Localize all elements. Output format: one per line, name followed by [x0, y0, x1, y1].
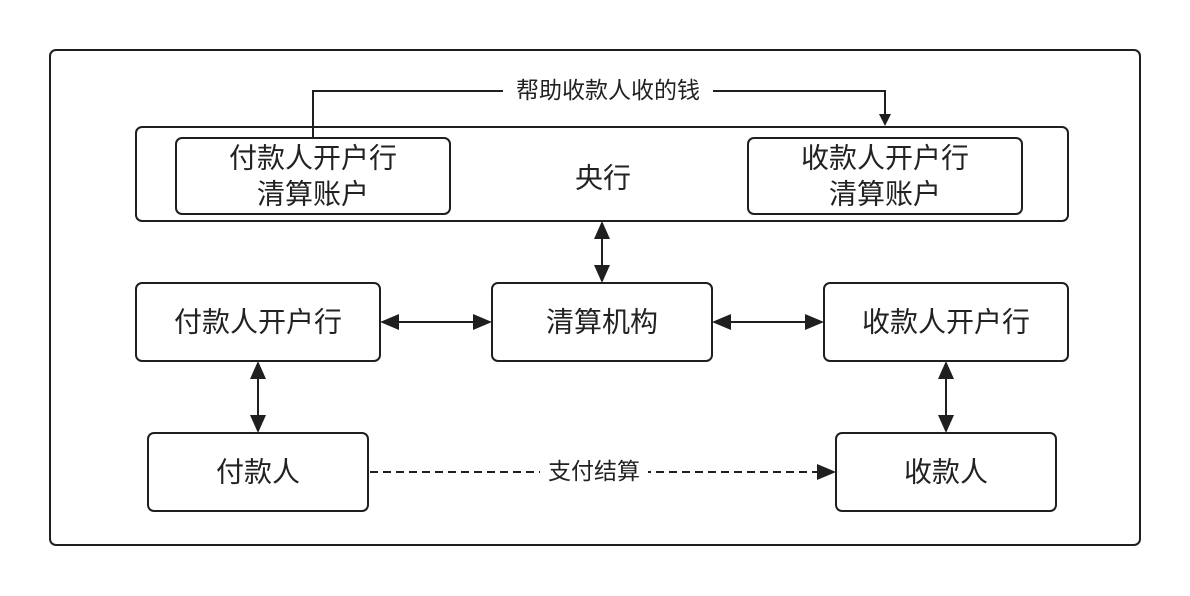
payer-bank-clearing-account-line2: 清算账户	[257, 178, 369, 211]
payee-label: 收款人	[904, 456, 988, 489]
payee-bank-clearing-account-line2: 清算账户	[829, 178, 941, 211]
transfer-edge-label: 帮助收款人收的钱	[516, 78, 700, 104]
payee-bank-clearing-account-line1: 收款人开户行	[801, 142, 969, 175]
central-bank-label: 央行	[575, 162, 631, 195]
clearing-house-label: 清算机构	[546, 306, 658, 339]
payment-settlement-label-bg	[540, 459, 648, 485]
arrowhead-payee-bank-right	[805, 314, 824, 330]
arrowhead-clearing-house-left-in	[712, 314, 731, 330]
payer-bank-clearing-account-line1: 付款人开户行	[229, 142, 397, 175]
arrowhead-central-bank-up	[594, 221, 610, 239]
transfer-edge-label-bg	[503, 78, 713, 104]
payer-bank-label: 付款人开户行	[174, 306, 342, 339]
arrowhead-payee-left-in	[817, 464, 836, 480]
arrowhead-payee-bank-up	[938, 361, 954, 379]
arrowhead-payer-down	[250, 415, 266, 433]
payer-label: 付款人	[216, 456, 300, 489]
arrowhead-clearing-house-right-in	[473, 314, 492, 330]
payee-bank-label: 收款人开户行	[862, 306, 1030, 339]
payee-bank-clearing-account-box	[747, 137, 1023, 215]
arrowhead-payer-bank-left	[380, 314, 399, 330]
payment-settlement-label: 支付结算	[548, 459, 640, 485]
arrowhead-payee-down	[938, 415, 954, 433]
arrowhead-clearing-house-down	[594, 265, 610, 283]
arrowhead-payer-bank-up	[250, 361, 266, 379]
